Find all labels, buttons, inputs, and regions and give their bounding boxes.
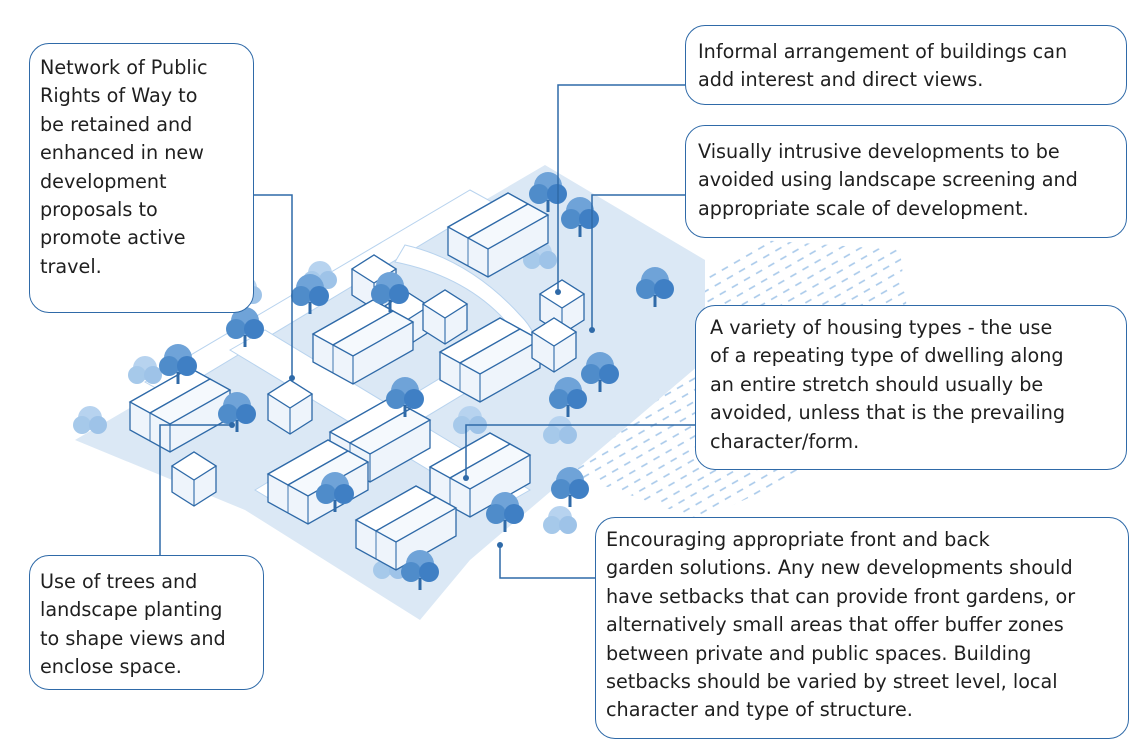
callout-text: Visually intrusive developments to be av…	[698, 140, 1078, 220]
callout-informal-arrangement: Informal arrangement of buildings can ad…	[685, 25, 1127, 105]
leader-markers	[229, 289, 595, 548]
callout-gardens: Encouraging appropriate front and back g…	[595, 517, 1129, 739]
callout-rights-of-way: Network of Public Rights of Way to be re…	[29, 43, 254, 313]
callout-housing-variety: A variety of housing types - the use of …	[695, 305, 1127, 470]
callout-text: Informal arrangement of buildings can ad…	[698, 40, 1068, 92]
callout-text: Encouraging appropriate front and back g…	[606, 528, 1076, 722]
callout-text: Network of Public Rights of Way to be re…	[40, 56, 208, 278]
callout-text: Use of trees and landscape planting to s…	[40, 570, 226, 679]
leader-lines	[159, 84, 695, 579]
callout-visually-intrusive: Visually intrusive developments to be av…	[685, 125, 1127, 238]
callout-trees: Use of trees and landscape planting to s…	[29, 555, 264, 690]
callout-text: A variety of housing types - the use of …	[710, 316, 1066, 453]
